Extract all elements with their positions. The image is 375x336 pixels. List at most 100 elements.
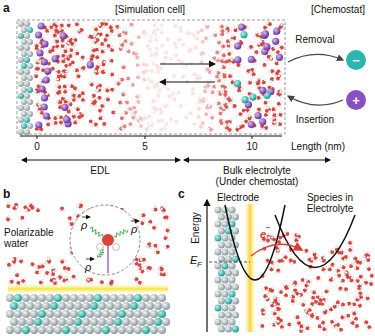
water-hydrogen [108, 58, 110, 60]
water-hydrogen [76, 88, 78, 90]
water-hydrogen [90, 101, 92, 103]
electrode-atom [21, 123, 27, 129]
water-hydrogen [87, 35, 89, 37]
ion-sphere [263, 43, 270, 50]
water-hydrogen [248, 114, 250, 116]
water-hydrogen [48, 60, 50, 62]
water-hydrogen [89, 82, 91, 84]
electrode-atom [24, 93, 30, 99]
water-hydrogen [72, 119, 74, 121]
water-hydrogen [39, 130, 41, 132]
water-hydrogen [55, 72, 57, 74]
water-hydrogen [68, 53, 70, 55]
water-hydrogen [244, 111, 246, 113]
water-hydrogen [74, 107, 76, 109]
water-hydrogen [89, 123, 91, 125]
water-hydrogen [70, 277, 72, 279]
water-hydrogen [161, 271, 163, 273]
electrode-atom [27, 63, 33, 69]
water-hydrogen [152, 208, 154, 210]
water-hydrogen [55, 37, 57, 39]
water-hydrogen [93, 26, 95, 28]
water-hydrogen [78, 106, 80, 108]
water-hydrogen [149, 247, 151, 249]
water-hydrogen [46, 50, 48, 52]
water-hydrogen [32, 203, 34, 205]
water-hydrogen [77, 21, 79, 23]
water-hydrogen [98, 87, 100, 89]
water-hydrogen [147, 219, 149, 221]
water-hydrogen [72, 37, 74, 39]
water-hydrogen [62, 27, 64, 29]
water-hydrogen [97, 35, 99, 37]
water-hydrogen [71, 92, 73, 94]
water-hydrogen [142, 220, 144, 222]
water-hydrogen [80, 208, 82, 210]
water-hydrogen [167, 238, 169, 240]
water-hydrogen [79, 67, 81, 69]
water-hydrogen [10, 263, 12, 265]
water-hydrogen [281, 28, 283, 30]
water-hydrogen [145, 266, 147, 268]
water-hydrogen [248, 115, 250, 117]
water-hydrogen [39, 83, 41, 85]
water-hydrogen [37, 93, 39, 95]
water-hydrogen [104, 98, 106, 100]
water-hydrogen [163, 206, 165, 208]
water-hydrogen [71, 218, 73, 220]
water-hydrogen [14, 210, 16, 212]
water-hydrogen [279, 91, 281, 93]
ion-sphere [41, 40, 48, 47]
water-hydrogen [259, 95, 261, 97]
water-hydrogen [157, 245, 159, 247]
electrode-atom [24, 81, 30, 87]
water-hydrogen [241, 115, 243, 117]
water-hydrogen [7, 202, 9, 204]
water-hydrogen [107, 24, 109, 26]
water-hydrogen [39, 105, 41, 107]
water-hydrogen [75, 76, 77, 78]
water-hydrogen [68, 223, 70, 225]
water-hydrogen [15, 272, 17, 274]
water-hydrogen [268, 111, 270, 113]
water-hydrogen [93, 34, 95, 36]
water-hydrogen [62, 89, 64, 91]
water-hydrogen [137, 267, 139, 269]
water-hydrogen [164, 246, 166, 248]
water-hydrogen [46, 32, 48, 34]
water-hydrogen [257, 77, 259, 79]
electrode-atom [18, 93, 24, 99]
water-hydrogen [249, 71, 251, 73]
electrode-atom [18, 21, 24, 27]
ion-sphere [241, 96, 248, 103]
water-hydrogen [280, 24, 282, 26]
water-hydrogen [162, 271, 164, 273]
water-hydrogen [250, 71, 252, 73]
water-hydrogen [62, 73, 64, 75]
water-hydrogen [108, 96, 110, 98]
water-hydrogen [162, 265, 164, 267]
water-hydrogen [62, 27, 64, 29]
water-hydrogen [258, 42, 260, 44]
ion-sphere [61, 104, 68, 111]
electrode-atom [27, 75, 33, 81]
water-hydrogen [267, 106, 269, 108]
water-hydrogen [95, 104, 97, 106]
water-hydrogen [246, 27, 248, 29]
water-hydrogen [255, 32, 257, 34]
water-hydrogen [254, 54, 256, 56]
water-hydrogen [260, 80, 262, 82]
water-hydrogen [40, 114, 42, 116]
water-hydrogen [103, 61, 105, 63]
electrode-atom [27, 39, 33, 45]
water-hydrogen [280, 111, 282, 113]
water-hydrogen [279, 105, 281, 107]
water-hydrogen [12, 258, 14, 260]
water-hydrogen [141, 268, 143, 270]
water-hydrogen [108, 73, 110, 75]
water-hydrogen [25, 209, 27, 211]
water-hydrogen [140, 214, 142, 216]
water-hydrogen [107, 87, 109, 89]
water-hydrogen [92, 42, 94, 44]
